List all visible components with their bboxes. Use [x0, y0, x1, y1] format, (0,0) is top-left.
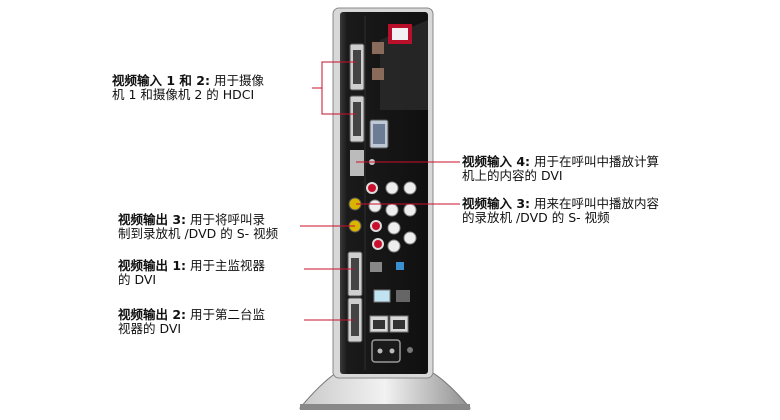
power-connector	[371, 339, 401, 363]
label-text: 用于将呼叫录	[190, 212, 266, 227]
rca-jack	[368, 199, 382, 213]
stand-base	[300, 404, 470, 410]
rca-jack	[385, 203, 399, 217]
callout-leader-lines	[300, 61, 460, 321]
label-title: 视频输入 1 和 2:	[112, 73, 210, 88]
label-video-out-3: 视频输出 3: 用于将呼叫录 制到录放机 /DVD 的 S- 视频	[118, 213, 303, 241]
rca-jack	[403, 181, 417, 195]
label-video-in-3: 视频输入 3: 用来在呼叫中播放内容 的录放机 /DVD 的 S- 视频	[462, 197, 722, 225]
rca-jack	[372, 238, 384, 250]
label-video-out-2: 视频输出 2: 用于第二台监 视器的 DVI	[118, 308, 303, 336]
label-text: 用于摄像	[213, 73, 264, 88]
label-title: 视频输出 1:	[118, 258, 187, 273]
rca-jack	[387, 239, 401, 253]
label-video-in-4: 视频输入 4: 用于在呼叫中播放计算 机上的内容的 DVI	[462, 155, 722, 183]
label-text: 机上的内容的 DVI	[462, 168, 563, 183]
ethernet-port	[373, 289, 391, 303]
label-text: 用于第二台监	[190, 307, 266, 322]
label-title: 视频输出 2:	[118, 307, 187, 322]
rca-jack	[387, 221, 401, 235]
label-text: 视器的 DVI	[118, 321, 182, 336]
label-title: 视频输入 3:	[462, 196, 531, 211]
label-text: 用来在呼叫中播放内容	[534, 196, 660, 211]
label-text: 用于主监视器	[190, 258, 266, 273]
hdci-connector-2	[349, 95, 365, 143]
rca-jack	[366, 182, 378, 194]
label-text: 的录放机 /DVD 的 S- 视频	[462, 210, 610, 225]
label-title: 视频输入 4:	[462, 154, 531, 169]
label-text: 的 DVI	[118, 272, 157, 287]
label-video-in-1-2: 视频输入 1 和 2: 用于摄像 机 1 和摄像机 2 的 HDCI	[112, 74, 322, 102]
label-text: 制到录放机 /DVD 的 S- 视频	[118, 226, 279, 241]
rca-jack	[370, 220, 382, 232]
dvi-out-1	[347, 251, 363, 297]
rca-jack	[385, 181, 399, 195]
label-title: 视频输出 3:	[118, 212, 187, 227]
rca-jack	[403, 203, 417, 217]
label-video-out-1: 视频输出 1: 用于主监视器 的 DVI	[118, 259, 303, 287]
hdci-connector-1	[349, 43, 365, 91]
label-text: 用于在呼叫中播放计算	[534, 154, 660, 169]
rca-jack	[403, 231, 417, 245]
label-text: 机 1 和摄像机 2 的 HDCI	[112, 87, 255, 102]
